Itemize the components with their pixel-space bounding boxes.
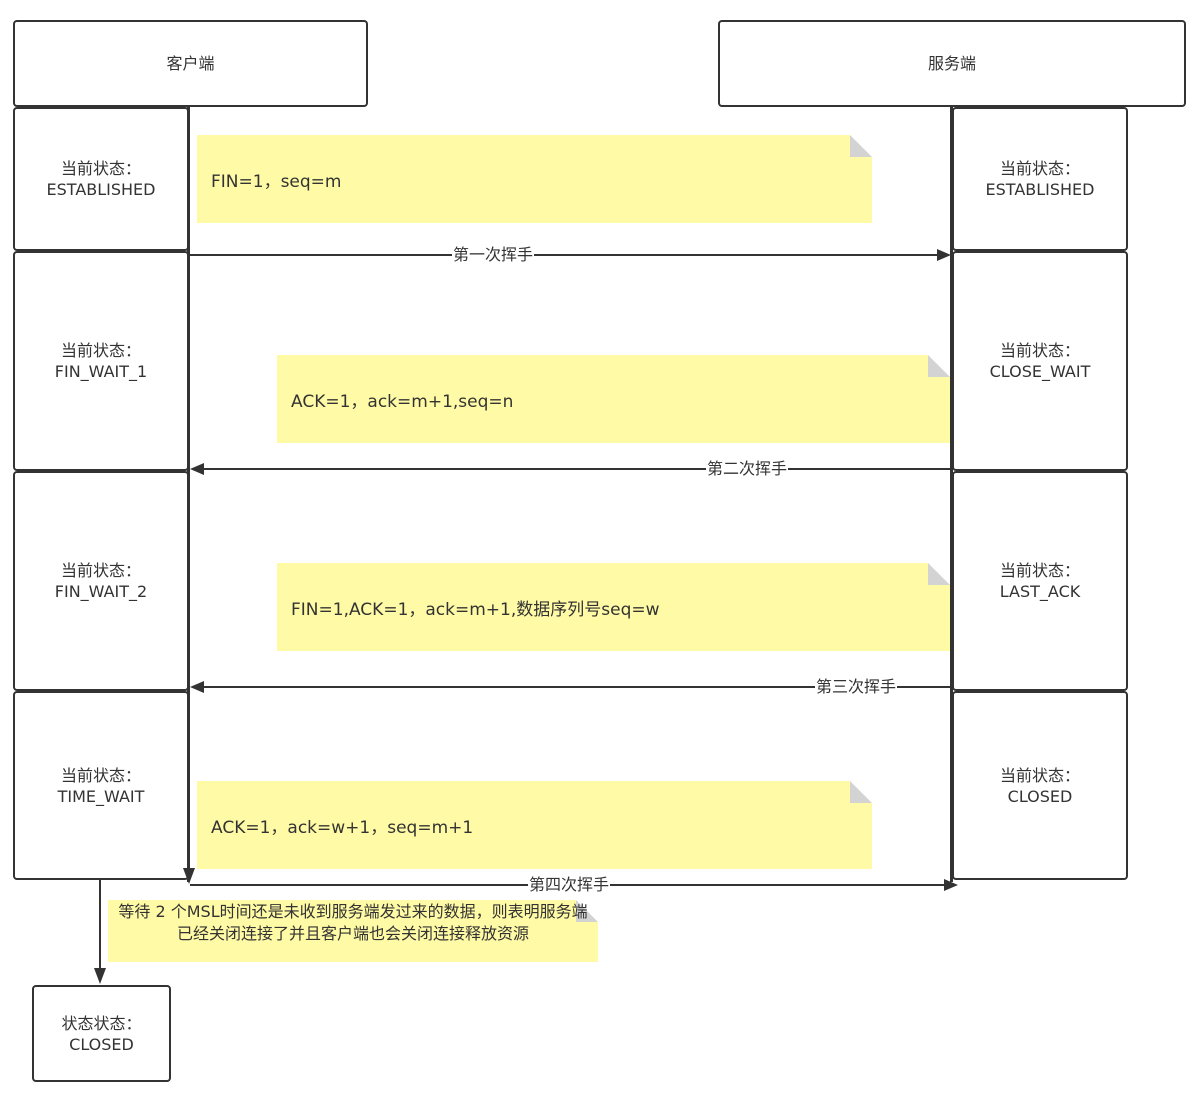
state-value: CLOSED: [69, 1034, 134, 1054]
message-note-text: ACK=1，ack=m+1,seq=n: [291, 391, 514, 412]
message-label: 第四次挥手: [528, 875, 611, 894]
state-value: ESTABLISHED: [985, 180, 1095, 199]
message-arrow-line: [203, 686, 950, 688]
client-state-box: 当前状态： FIN_WAIT_1: [13, 251, 189, 471]
arrow-left-icon: [190, 681, 204, 693]
arrow-down-icon: [183, 868, 195, 884]
server-state-box: 当前状态： ESTABLISHED: [952, 107, 1128, 251]
state-prefix: 当前状态：: [60, 159, 141, 178]
server-header: 服务端: [718, 20, 1186, 107]
note-fold-icon: [928, 563, 950, 585]
arrow-left-icon: [190, 463, 204, 475]
client-header: 客户端: [13, 20, 368, 107]
message-arrow-line: [203, 468, 950, 470]
server-state-box: 当前状态： CLOSE_WAIT: [952, 251, 1128, 471]
state-prefix: 当前状态：: [60, 765, 141, 785]
message-note: FIN=1，seq=m: [197, 135, 872, 223]
client-state-box: 当前状态： FIN_WAIT_2: [13, 471, 189, 691]
state-value: FIN_WAIT_1: [54, 362, 148, 381]
message-label: 第三次挥手: [815, 677, 898, 696]
state-value: FIN_WAIT_2: [54, 582, 148, 601]
state-prefix: 当前状态：: [999, 765, 1080, 785]
state-prefix: 当前状态：: [999, 561, 1080, 580]
server-state-box: 当前状态： CLOSED: [952, 691, 1128, 880]
state-value: ESTABLISHED: [46, 180, 156, 199]
time-wait-line: [99, 880, 101, 972]
message-note-text: FIN=1，seq=m: [211, 171, 342, 192]
message-note-text: FIN=1,ACK=1，ack=m+1,数据序列号seq=w: [291, 599, 660, 620]
message-arrow-line: [190, 254, 938, 256]
message-note: ACK=1，ack=w+1，seq=m+1: [197, 781, 872, 869]
note-fold-icon: [850, 781, 872, 803]
server-state-box: 当前状态： LAST_ACK: [952, 471, 1128, 691]
arrow-right-icon: [944, 879, 958, 891]
state-prefix: 当前状态：: [999, 341, 1080, 360]
note-fold-icon: [576, 900, 598, 922]
final-state-box: 状态状态： CLOSED: [32, 985, 171, 1082]
state-prefix: 状态状态：: [61, 1013, 142, 1033]
state-prefix: 当前状态：: [60, 561, 141, 580]
arrow-down-icon: [94, 968, 106, 984]
server-header-label: 服务端: [927, 54, 976, 73]
state-prefix: 当前状态：: [999, 159, 1080, 178]
server-lifeline: [950, 107, 953, 882]
arrow-right-icon: [937, 249, 951, 261]
state-value: TIME_WAIT: [57, 786, 145, 806]
state-prefix: 当前状态：: [60, 341, 141, 360]
message-note: ACK=1，ack=m+1,seq=n: [277, 355, 950, 443]
state-value: LAST_ACK: [999, 582, 1081, 601]
time-wait-note-text: 等待 2 个MSL时间还是未收到服务端发过来的数据，则表明服务端已经关闭连接了并…: [118, 902, 588, 943]
state-value: CLOSED: [1007, 786, 1073, 806]
state-value: CLOSE_WAIT: [989, 362, 1091, 381]
client-lifeline: [187, 107, 190, 882]
note-fold-icon: [928, 355, 950, 377]
message-label: 第二次挥手: [706, 459, 789, 478]
message-label: 第一次挥手: [452, 245, 535, 264]
client-state-box: 当前状态： ESTABLISHED: [13, 107, 189, 251]
message-note: FIN=1,ACK=1，ack=m+1,数据序列号seq=w: [277, 563, 950, 651]
client-header-label: 客户端: [166, 54, 215, 73]
time-wait-note: 等待 2 个MSL时间还是未收到服务端发过来的数据，则表明服务端已经关闭连接了并…: [108, 900, 598, 962]
client-state-box: 当前状态： TIME_WAIT: [13, 691, 189, 880]
message-note-text: ACK=1，ack=w+1，seq=m+1: [211, 817, 474, 838]
note-fold-icon: [850, 135, 872, 157]
